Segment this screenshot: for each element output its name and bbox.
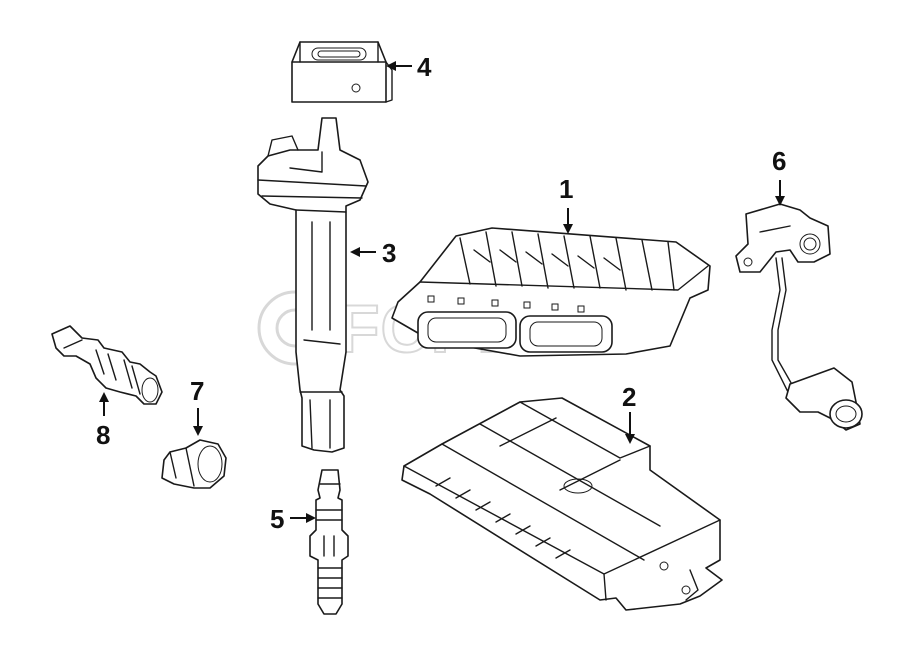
part-8-threaded-sensor[interactable] [51, 325, 163, 405]
callout-3: 3 [382, 238, 396, 268]
part-2-control-module[interactable] [401, 397, 723, 611]
part-7-small-sensor[interactable] [161, 439, 227, 489]
part-5-spark-plug[interactable] [309, 469, 349, 615]
part-6-sensor-with-lead[interactable] [735, 203, 863, 431]
callout-1: 1 [559, 174, 573, 204]
part-3-ignition-coil[interactable] [257, 117, 369, 453]
callout-4: 4 [417, 52, 432, 82]
callout-7: 7 [190, 376, 204, 406]
callout-8: 8 [96, 420, 110, 450]
part-4-coil-cover[interactable] [291, 41, 393, 103]
callout-2: 2 [622, 382, 636, 412]
callout-6: 6 [772, 146, 786, 176]
callout-5: 5 [270, 504, 284, 534]
part-1-engine-control-module[interactable] [391, 227, 711, 357]
